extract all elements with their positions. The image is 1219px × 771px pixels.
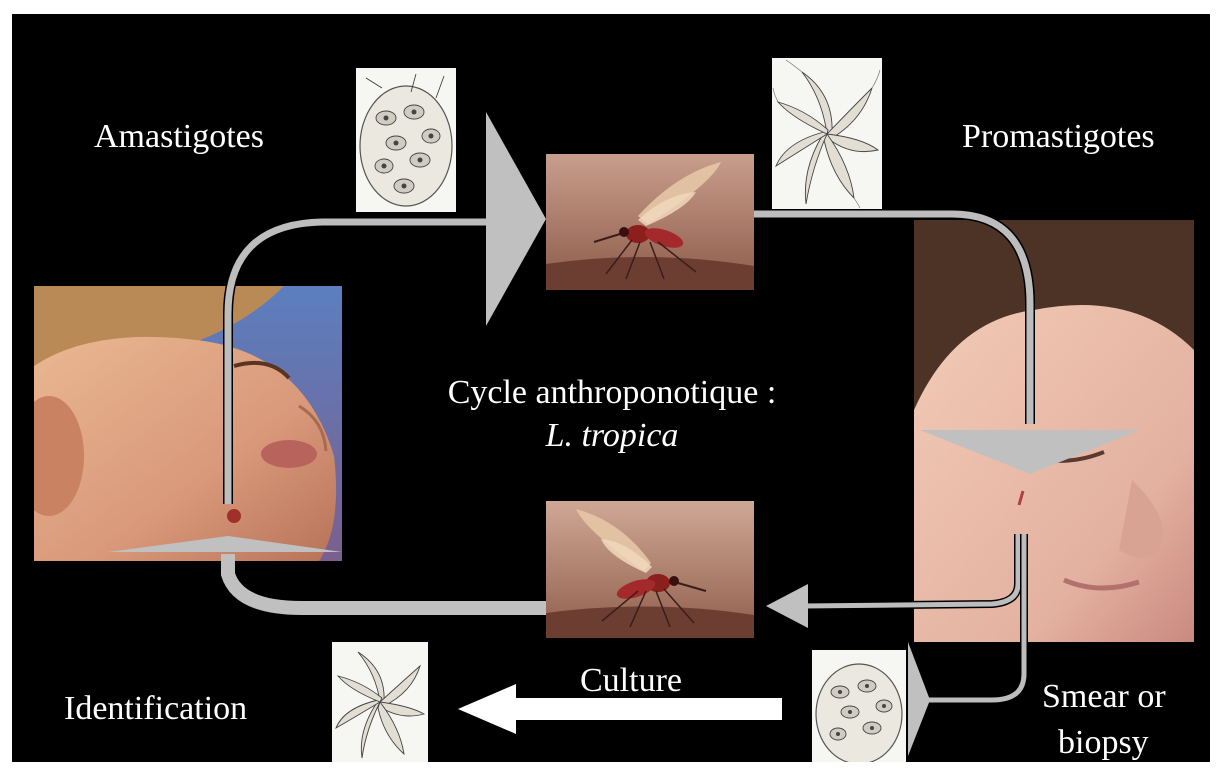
smear-label-line2: biopsy (1058, 724, 1149, 761)
arrow-to-smear (908, 534, 1024, 756)
arrow-to-left-child (108, 536, 546, 608)
culture-label: Culture (580, 662, 682, 699)
center-title-species: L. tropica (332, 415, 892, 458)
slide-canvas: Amastigotes Promastigotes Identification… (12, 14, 1210, 762)
arrow-to-bottom-sandfly (766, 534, 1018, 628)
center-title-line1: Cycle anthroponotique : (332, 372, 892, 415)
amastigotes-label: Amastigotes (94, 118, 264, 155)
promastigotes-label: Promastigotes (962, 118, 1155, 155)
identification-label: Identification (64, 690, 247, 727)
center-title: Cycle anthroponotique : L. tropica (332, 372, 892, 457)
smear-label-line1: Smear or (1042, 678, 1166, 715)
